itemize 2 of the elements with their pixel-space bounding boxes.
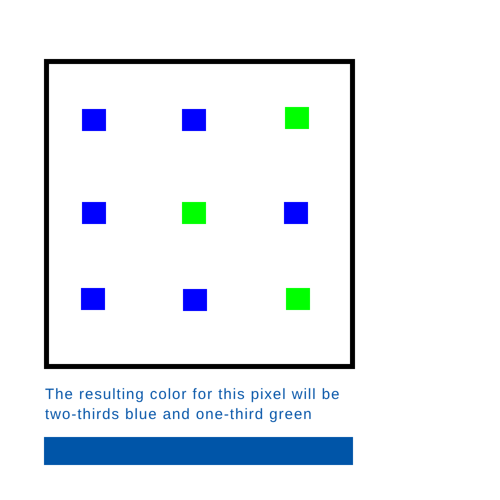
result-bar [44, 437, 353, 465]
caption-text: The resulting color for this pixel will be two-thirds blue and one-third green [45, 385, 342, 425]
